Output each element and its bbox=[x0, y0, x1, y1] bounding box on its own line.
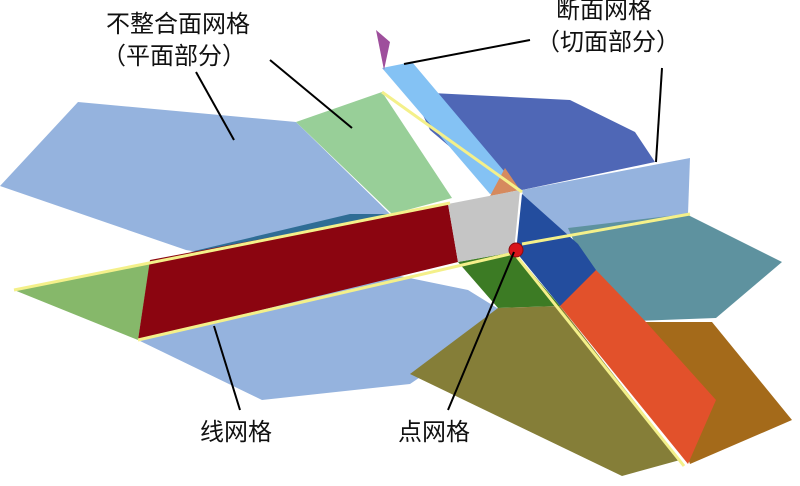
seam-line-diagonal-upper bbox=[381, 90, 523, 194]
leader-nonconforming-right bbox=[269, 59, 353, 129]
seam-line-diagonal-lower bbox=[512, 252, 686, 467]
gray-patch bbox=[448, 190, 520, 262]
point-mesh-marker bbox=[508, 242, 524, 258]
green-plane bbox=[296, 92, 452, 214]
left-green-wedge bbox=[14, 262, 150, 340]
leader-line-mesh bbox=[213, 325, 241, 411]
red-band bbox=[138, 204, 458, 340]
purple-tip bbox=[376, 30, 390, 70]
seam-line-left-upper bbox=[13, 201, 451, 292]
leader-fracture-left bbox=[403, 39, 531, 65]
leader-nonconforming-left bbox=[195, 71, 235, 141]
point-mesh-label: 点网格 bbox=[398, 418, 470, 446]
orange-plane bbox=[560, 270, 716, 464]
seam-line-left-lower bbox=[137, 251, 515, 342]
olive-plane bbox=[410, 306, 680, 476]
light-blue-fault-plane bbox=[382, 62, 520, 194]
nonconforming-mesh-label-line2: （平面部分） bbox=[102, 42, 246, 70]
lower-blue-plane bbox=[138, 274, 510, 400]
dark-blue-wedge bbox=[516, 194, 596, 306]
line-mesh-label: 线网格 bbox=[200, 418, 272, 446]
left-blue-plane bbox=[0, 102, 390, 254]
fracture-mesh-label-line1: 断面网格 bbox=[556, 0, 652, 24]
fracture-mesh-label-line2: （切面部分） bbox=[536, 28, 680, 56]
salmon-triangle bbox=[490, 168, 520, 196]
nonconforming-mesh-label-line1: 不整合面网格 bbox=[106, 10, 250, 38]
dark-green-patch bbox=[458, 252, 560, 308]
seam-line-right bbox=[521, 212, 691, 246]
leader-point-mesh bbox=[447, 251, 515, 411]
teal-plane bbox=[568, 214, 782, 322]
leader-fracture-right bbox=[655, 67, 663, 163]
